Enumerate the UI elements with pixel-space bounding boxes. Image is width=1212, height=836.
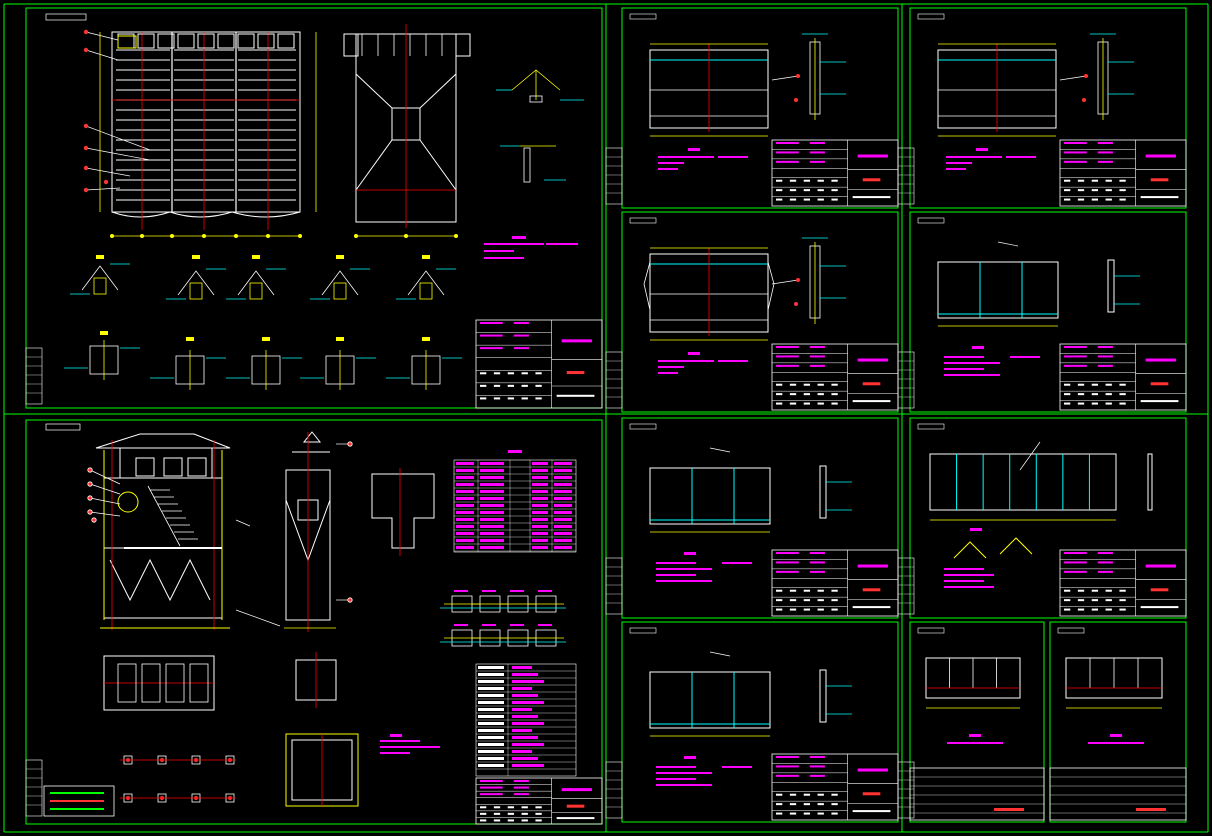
sheet-2-drawing: [629, 13, 846, 170]
sheet-frame-11: [1049, 621, 1187, 823]
title-block: [771, 753, 899, 821]
sheet-frame-9: [621, 621, 899, 823]
panel-sheets: [629, 13, 1187, 821]
materials-list: [475, 663, 577, 777]
sheet-5-drawing: [917, 217, 1140, 376]
sheet-frame-10: [909, 621, 1045, 823]
sheet-frame-5: [909, 211, 1187, 413]
sheet-3-drawing: [917, 13, 1134, 170]
title-block: [909, 767, 1045, 821]
title-block: [771, 343, 899, 411]
revision-strips: [25, 147, 915, 819]
sheet-9-drawing: [629, 627, 852, 786]
sheet-frame-8: [909, 417, 1187, 619]
sheet-11-drawing: [1049, 627, 1187, 821]
title-block: [475, 777, 603, 825]
weld-symbol-icon: [511, 69, 561, 183]
outer-border: [3, 3, 1209, 833]
title-block: [1049, 767, 1187, 821]
sheet-8-drawing: [917, 423, 1153, 588]
title-block: [1059, 549, 1187, 617]
sheet-frame-1: [25, 7, 603, 409]
sheet-1-drawing: [45, 13, 603, 409]
column-grid-icon: [117, 663, 236, 803]
sheet-6-drawing: [43, 423, 603, 825]
parts-table: [453, 450, 577, 553]
notes-block: [484, 236, 578, 259]
title-block: [475, 319, 603, 409]
title-block: [771, 139, 899, 207]
sheet-frame-4: [621, 211, 899, 413]
sheet-frame-2: [621, 7, 899, 209]
sheet-frames: [25, 7, 1187, 825]
sheet-7-drawing: [629, 423, 852, 582]
sheet-frame-3: [909, 7, 1187, 209]
legend-box: [43, 785, 115, 817]
title-block: [1059, 139, 1187, 207]
sheet-4-drawing: [629, 217, 846, 374]
sheet-frame-7: [621, 417, 899, 619]
sheet-10-drawing: [909, 627, 1045, 821]
sheet-frame-6: [25, 419, 603, 825]
title-block: [1059, 343, 1187, 411]
